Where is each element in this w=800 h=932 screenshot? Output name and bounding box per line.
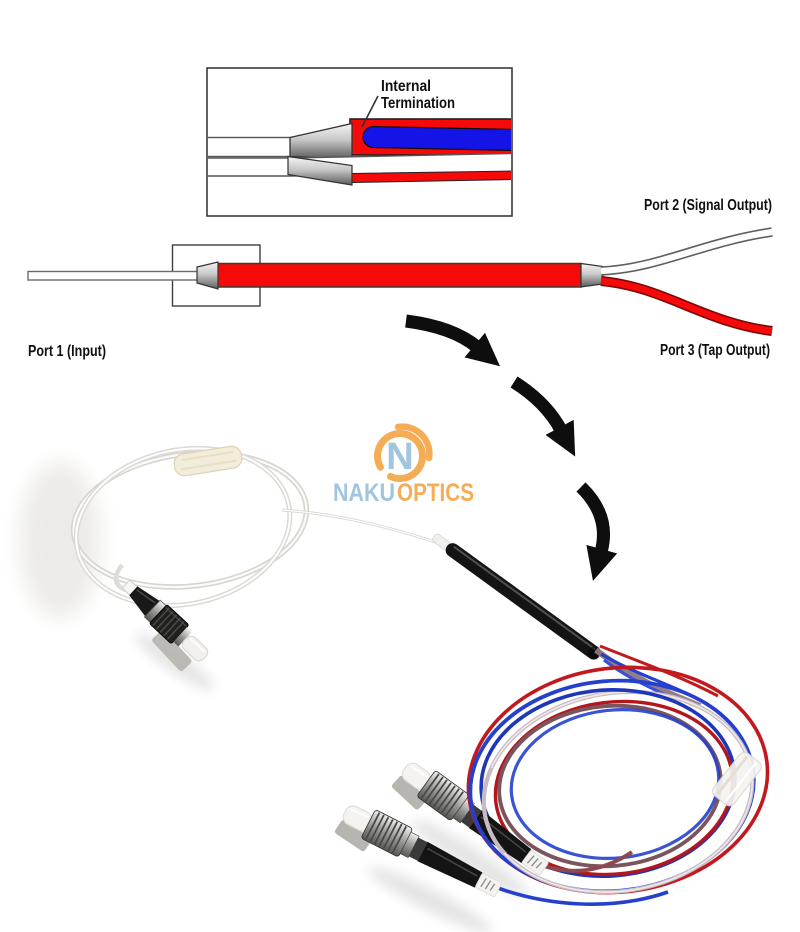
port1-label: Port 1 (Input) <box>28 343 106 360</box>
callout-leader-line <box>361 95 379 128</box>
dust-cap <box>181 635 209 662</box>
coupler-red-tube <box>216 262 582 288</box>
left-ferrule-cone <box>196 261 219 290</box>
coil-overlap-loops <box>466 768 560 853</box>
coupler-diagram: Port 1 (Input) Port 2 (Signal Output) Po… <box>27 197 773 360</box>
signal-output-fiber <box>600 228 773 275</box>
splitter-steel-tube <box>432 533 601 660</box>
callout-line2: Termination <box>381 95 455 112</box>
port2-label: Port 2 (Signal Output) <box>644 197 772 214</box>
inset-termination-core <box>362 125 511 152</box>
logo-ring-icon <box>374 430 426 482</box>
port3-label: Port 3 (Tap Output) <box>660 342 770 359</box>
inset-detail-box: Internal Termination <box>206 67 513 217</box>
logo-swirl-tail-icon <box>394 423 433 462</box>
curved-arrow-2 <box>510 376 576 457</box>
tube-body <box>445 543 601 660</box>
inset-input-fiber <box>208 136 292 158</box>
protection-sleeve <box>173 445 243 477</box>
connector-shadow <box>410 818 530 898</box>
coil-retaining-clip <box>712 751 762 807</box>
logo-word-optics: OPTICS <box>397 479 474 507</box>
input-fiber <box>27 270 207 281</box>
photo-white-pigtail <box>20 445 448 691</box>
connector-collar <box>173 627 193 647</box>
connector-shadow <box>367 866 493 932</box>
logo-word-naku: NAKU <box>333 479 395 507</box>
signal-cable <box>543 850 634 873</box>
tap-cable <box>497 886 669 906</box>
tap-output-fiber <box>600 277 773 335</box>
logo-monogram: N <box>386 436 413 478</box>
inset-lower-ferrule-cone <box>287 155 353 186</box>
right-ferrule-cone <box>580 262 604 288</box>
callout-line1: Internal <box>381 78 431 95</box>
curved-arrow-1 <box>405 314 501 367</box>
fc-connector-input <box>122 580 209 671</box>
curved-arrow-3 <box>576 482 618 581</box>
brand-logo: N NAKU OPTICS <box>333 423 474 507</box>
photo-output-coil <box>330 644 770 932</box>
flow-arrows <box>405 314 618 581</box>
background-shadow-blob <box>20 462 100 618</box>
connector-key-tab <box>152 630 192 671</box>
